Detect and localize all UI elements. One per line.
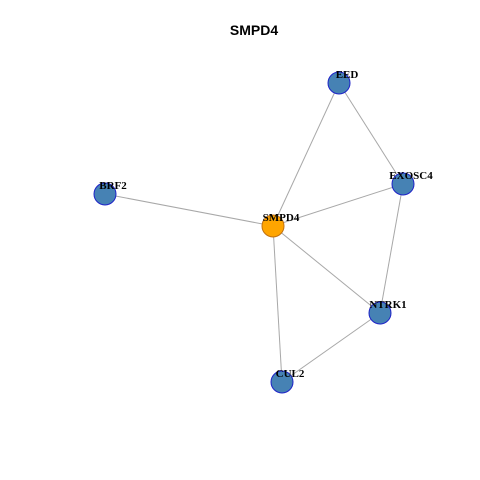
edge-exosc4-ntrk1 [379, 183, 404, 314]
node-label-exosc4: EXOSC4 [389, 170, 433, 182]
node-label-eed: EED [336, 69, 359, 81]
edge-eed-smpd4 [272, 82, 340, 227]
node-brf2 [93, 182, 117, 206]
edge-smpd4-cul2 [272, 225, 283, 383]
node-label-cul2: CUL2 [276, 368, 305, 380]
nodes-layer [93, 71, 415, 394]
node-label-brf2: BRF2 [99, 180, 127, 192]
edge-ntrk1-cul2 [281, 312, 381, 383]
edge-exosc4-smpd4 [272, 183, 404, 227]
edge-brf2-smpd4 [104, 193, 274, 227]
diagram-title: SMPD4 [230, 22, 278, 38]
node-smpd4 [261, 214, 285, 238]
edges-layer [104, 82, 404, 383]
node-eed [327, 71, 351, 95]
edge-smpd4-ntrk1 [272, 225, 381, 314]
edge-eed-exosc4 [338, 82, 404, 185]
node-exosc4 [391, 172, 415, 196]
node-label-smpd4: SMPD4 [263, 212, 300, 224]
node-cul2 [270, 370, 294, 394]
node-label-ntrk1: NTRK1 [369, 299, 406, 311]
node-ntrk1 [368, 301, 392, 325]
